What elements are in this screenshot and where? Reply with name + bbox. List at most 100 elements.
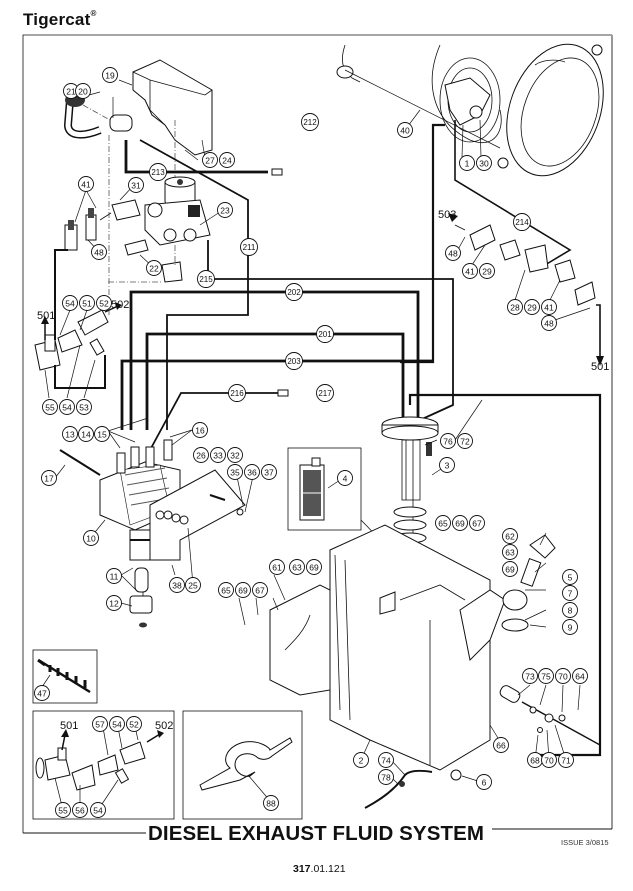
part-callout: 35 <box>227 464 243 480</box>
callout-number: 22 <box>149 264 159 274</box>
callout-number: 212 <box>303 118 317 127</box>
part-callout: 41 <box>541 299 557 315</box>
callout-circle <box>62 426 78 442</box>
callout-circle <box>106 595 122 611</box>
hose-callout: 201 <box>316 325 334 343</box>
part-callout: 51 <box>79 295 95 311</box>
callout-number: 202 <box>287 288 301 297</box>
part-callout: 88 <box>263 795 279 811</box>
port-label-501: 501 <box>37 310 55 322</box>
callout-number: 29 <box>527 303 537 313</box>
callout-circle <box>185 577 201 593</box>
callout-number: 26 <box>196 451 206 461</box>
callout-circle <box>94 426 110 442</box>
callout-circle <box>572 668 588 684</box>
part-callout: 67 <box>469 515 485 531</box>
part-callout: 67 <box>252 582 268 598</box>
callout-circle <box>197 270 215 288</box>
callout-number: 65 <box>221 586 231 596</box>
callout-circle <box>244 464 260 480</box>
callout-number: 48 <box>94 248 104 258</box>
part-callout: 63 <box>502 544 518 560</box>
coolant-valve-block <box>59 439 181 628</box>
part-callout: 28 <box>507 299 523 315</box>
hose-callout: 211 <box>240 238 258 256</box>
callout-number: 10 <box>86 534 96 544</box>
hose-203-right <box>400 123 445 364</box>
callout-circle <box>146 260 162 276</box>
callout-circle <box>219 152 235 168</box>
part-callout: 55 <box>55 802 71 818</box>
callout-circle <box>502 561 518 577</box>
callout-circle <box>397 122 413 138</box>
part-callout: 27 <box>202 152 218 168</box>
callout-number: 69 <box>309 563 319 573</box>
callout-circle <box>493 737 509 753</box>
part-callout: 16 <box>192 422 208 438</box>
callout-number: 38 <box>172 581 182 591</box>
part-callout: 70 <box>555 668 571 684</box>
callout-circle <box>507 299 523 315</box>
callout-circle <box>55 802 71 818</box>
page-number-section: 317 <box>293 863 311 875</box>
hose-72 <box>408 393 602 757</box>
callout-number: 67 <box>472 519 482 529</box>
callout-number: 70 <box>544 756 554 766</box>
part-callout: 69 <box>452 515 468 531</box>
callout-number: 41 <box>81 180 91 190</box>
tank-temp-sensor <box>499 685 601 746</box>
callout-number: 29 <box>482 267 492 277</box>
part-callout: 48 <box>445 245 461 261</box>
callout-circle <box>439 457 455 473</box>
callout-number: 5 <box>568 573 573 583</box>
callout-circle <box>128 177 144 193</box>
callout-circle <box>41 470 57 486</box>
callout-number: 12 <box>109 599 119 609</box>
callout-circle <box>102 67 118 83</box>
part-callout: 63 <box>289 559 305 575</box>
part-callout: 62 <box>502 528 518 544</box>
callout-number: 32 <box>230 451 240 461</box>
callout-number: 40 <box>400 126 410 136</box>
part-callout: 70 <box>541 752 557 768</box>
hose-211 <box>139 139 249 430</box>
part-callout: 24 <box>219 152 235 168</box>
callout-number: 61 <box>272 563 282 573</box>
part-callout: 75 <box>538 668 554 684</box>
part-callout: 48 <box>541 315 557 331</box>
part-callout: 72 <box>457 433 473 449</box>
valve-mounting-plate <box>149 469 246 561</box>
callout-number: 214 <box>515 218 529 227</box>
part-callout: 1 <box>459 155 475 171</box>
callout-number: 53 <box>79 403 89 413</box>
part-callout: 15 <box>94 426 110 442</box>
callout-number: 27 <box>205 156 215 166</box>
callout-circle <box>562 619 578 635</box>
callout-circle <box>502 528 518 544</box>
part-callout: 22 <box>146 260 162 276</box>
callout-number: 70 <box>558 672 568 682</box>
callout-number: 33 <box>213 451 223 461</box>
part-callout: 69 <box>235 582 251 598</box>
part-callout: 38 <box>169 577 185 593</box>
callout-circle <box>562 569 578 585</box>
pump-module <box>99 176 211 283</box>
part-callout: 6 <box>476 774 492 790</box>
part-callout: 76 <box>440 433 456 449</box>
callout-number: 37 <box>264 468 274 478</box>
callout-circle <box>285 283 303 301</box>
callout-number: 68 <box>530 756 540 766</box>
inset-clamps <box>32 649 98 704</box>
callout-circle <box>92 716 108 732</box>
callout-circle <box>502 544 518 560</box>
part-callout: 33 <box>210 447 226 463</box>
part-callout: 10 <box>83 530 99 546</box>
callout-number: 8 <box>568 606 573 616</box>
callout-circle <box>316 325 334 343</box>
callout-circle <box>78 426 94 442</box>
part-callout: 25 <box>185 577 201 593</box>
leader-lines <box>39 79 591 811</box>
part-callout: 30 <box>476 155 492 171</box>
callout-number: 75 <box>541 672 551 682</box>
part-callout: 65 <box>435 515 451 531</box>
